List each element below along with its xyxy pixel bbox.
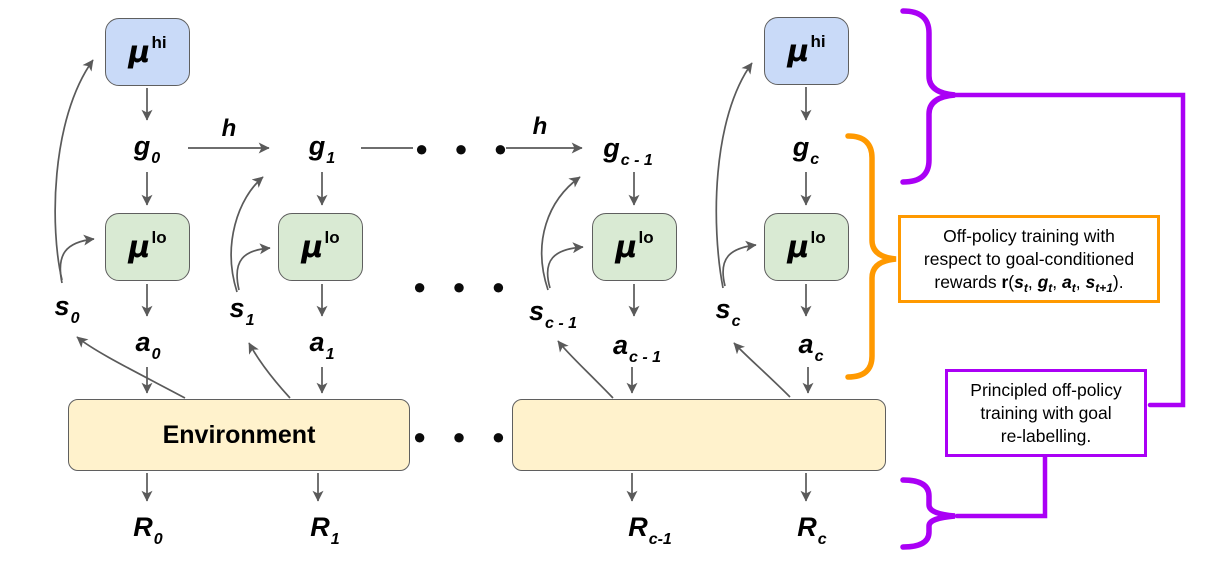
purple-note-line-1: Principled off-policy xyxy=(970,380,1122,400)
reward-label-cm1: Rc-1 xyxy=(628,512,672,548)
arrow-scm1-to-gcm1 xyxy=(540,176,581,291)
action-label-0: a0 xyxy=(135,327,161,363)
arrow-scm1-to-mulocm1 xyxy=(546,242,584,289)
goal-label-c: gc xyxy=(792,132,820,168)
goal-label-cm1: gc - 1 xyxy=(603,133,653,169)
goal-label-1: g1 xyxy=(308,131,336,167)
purple-note-box: Principled off-policy training with goal… xyxy=(945,369,1147,458)
environment-label: Environment xyxy=(162,420,316,449)
mu-lo-superscript: lo xyxy=(638,228,654,247)
environment-box-right xyxy=(512,399,886,471)
arrow-env-to-s0 xyxy=(76,336,186,399)
purple-brace-top xyxy=(900,8,956,185)
mu-lo-superscript: lo xyxy=(810,228,826,247)
arrow-s0-to-mulo0 xyxy=(59,234,95,284)
arrow-env-to-scm1 xyxy=(557,340,614,399)
purple-connector-bottom xyxy=(954,445,1048,519)
ellipsis-environment: ● ● ● xyxy=(412,424,516,449)
orange-note-box: Off-policy training with respect to goal… xyxy=(898,215,1160,304)
state-label-1: s1 xyxy=(229,293,255,329)
purple-note-line-2: training with goal xyxy=(980,402,1112,423)
state-label-c: sc xyxy=(715,294,741,330)
ellipsis-goals: ● ● ● xyxy=(414,136,518,161)
arrow-s1-to-mulo1 xyxy=(236,243,271,291)
arrow-s1-to-g1 xyxy=(230,176,264,293)
mu-hi-label: μ xyxy=(787,33,810,69)
mu-lo-label: μ xyxy=(301,229,324,265)
mu-lo-label: μ xyxy=(787,229,810,265)
action-label-1: a1 xyxy=(309,327,335,363)
mu-hi-label: μ xyxy=(128,34,151,70)
reward-label-c: Rc xyxy=(797,512,827,548)
h-transition-label-0: h xyxy=(221,115,237,142)
environment-box-left: Environment xyxy=(68,399,410,471)
reward-label-0: R0 xyxy=(133,512,163,548)
mu-lo-label: μ xyxy=(615,229,638,265)
state-label-0: s0 xyxy=(54,291,80,327)
orange-note-line-3: rewards r(st, gt, at, st+1). xyxy=(934,271,1124,295)
state-label-cm1: sc - 1 xyxy=(528,296,578,332)
arrow-sc-to-muhi-right xyxy=(715,62,753,289)
h-transition-label-1: h xyxy=(532,113,548,140)
action-label-c: ac xyxy=(798,329,824,365)
orange-note-line-1: Off-policy training with xyxy=(943,226,1115,246)
purple-note-line-3: re-labelling. xyxy=(1000,425,1092,446)
action-label-cm1: ac - 1 xyxy=(612,330,662,366)
arrow-env-to-sc xyxy=(733,342,791,398)
mu-lo-label: μ xyxy=(128,229,151,265)
arrow-s0-to-muhi-left xyxy=(54,59,94,281)
orange-note-line-2: respect to goal-conditioned xyxy=(923,248,1135,269)
ellipsis-middle: ● ● ● xyxy=(412,274,516,299)
orange-brace xyxy=(845,133,897,380)
purple-brace-bottom xyxy=(900,477,956,550)
goal-label-0: g0 xyxy=(133,131,161,167)
mu-hi-superscript: hi xyxy=(810,32,826,51)
mu-lo-superscript: lo xyxy=(324,228,340,247)
mu-hi-superscript: hi xyxy=(151,33,167,52)
arrow-sc-to-muloc xyxy=(722,240,757,287)
arrow-env-to-s1 xyxy=(248,342,291,399)
purple-connector-top xyxy=(952,92,1186,408)
reward-label-1: R1 xyxy=(310,512,340,548)
mu-lo-superscript: lo xyxy=(151,228,167,247)
